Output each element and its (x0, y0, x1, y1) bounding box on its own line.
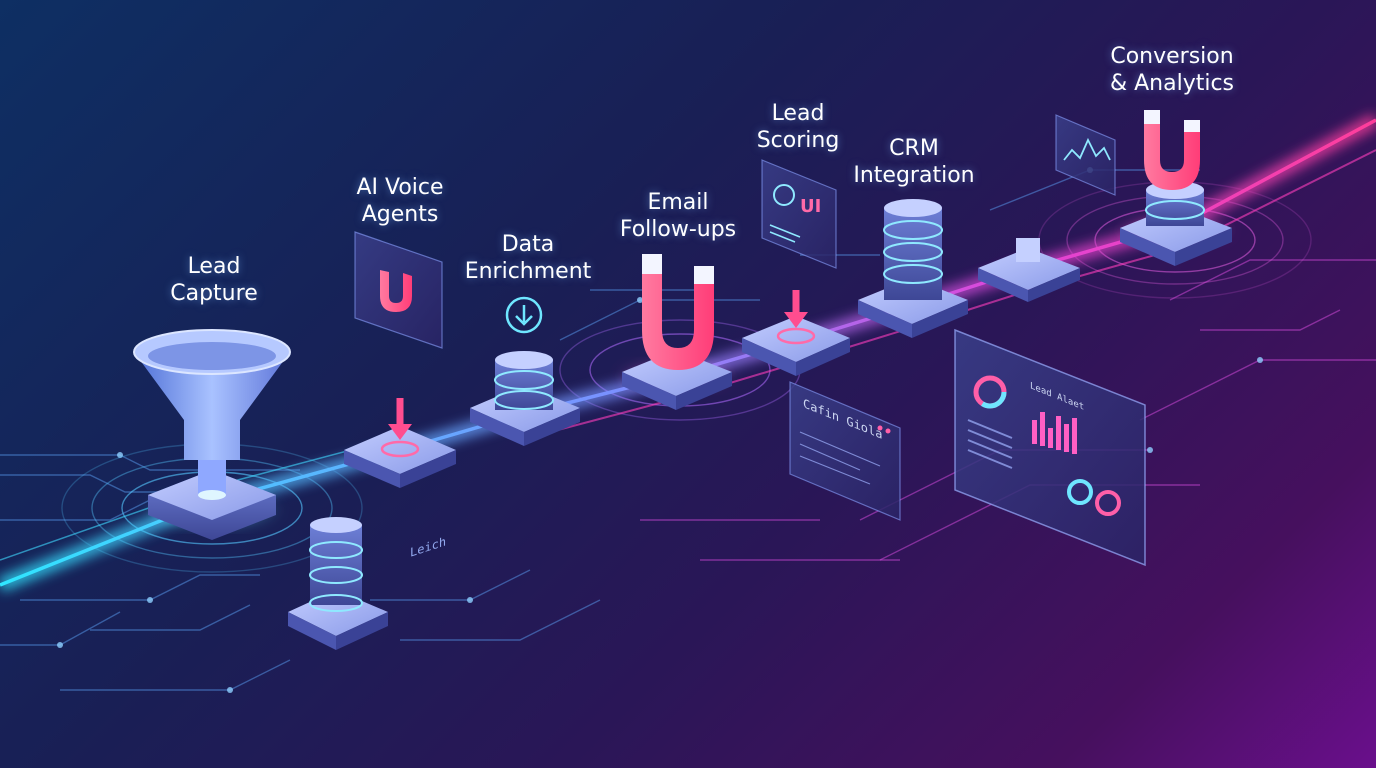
email-followups-node (616, 254, 736, 410)
conversion-analytics-node (1115, 110, 1235, 266)
lead-scoring-node: UI (742, 160, 850, 376)
stage-label-conversion-analytics: Conversion& Analytics (1100, 43, 1244, 97)
analytics-dashboard (955, 330, 1145, 565)
mini-chart-card (1056, 115, 1115, 195)
u-badge-icon: UI (800, 196, 821, 217)
storage-stack (288, 517, 388, 650)
connector-icon (1016, 238, 1040, 262)
lead-capture-funnel (134, 330, 290, 540)
ai-voice-agents-node (344, 232, 456, 488)
data-enrichment-node (470, 298, 580, 446)
